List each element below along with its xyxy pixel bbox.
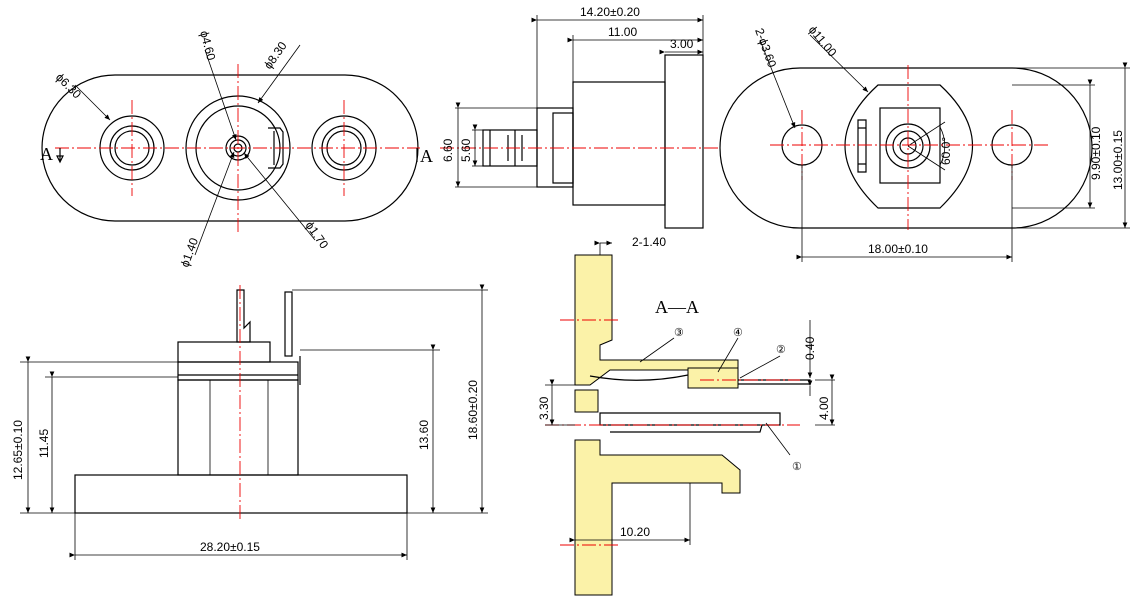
dim-990: 9.90±0.10	[1089, 126, 1103, 180]
dim-1145: 11.45	[37, 429, 51, 458]
dim-2-d360: 2-ϕ3.60	[752, 26, 779, 69]
section-mark-left: A	[40, 144, 53, 164]
callout-1: ①	[792, 461, 802, 473]
dim-1860: 18.60±0.20	[466, 380, 480, 440]
dim-1800: 18.00±0.10	[868, 242, 928, 256]
callout-3: ③	[674, 327, 684, 339]
dim-560: 5.60	[459, 138, 473, 162]
dim-2-140: 2-1.40	[632, 235, 666, 249]
callout-4: ④	[733, 327, 743, 339]
section-view: A—A 2-1.40 0.40 4.00 3.30 10.20 ①	[537, 235, 835, 596]
dim-d460: ϕ4.60	[197, 29, 218, 62]
section-title: A—A	[655, 297, 699, 317]
dim-1420: 14.20±0.20	[580, 5, 640, 19]
side-view: 14.20±0.20 11.00 3.00 6.60 5.60	[440, 5, 720, 229]
section-mark-right: A	[420, 146, 433, 166]
dim-d1100: ϕ11.00	[806, 23, 840, 60]
dim-2820: 28.20±0.15	[200, 540, 260, 554]
dim-60deg: 60.0°	[939, 137, 953, 165]
dim-1300: 13.00±0.15	[1111, 130, 1125, 190]
dim-330: 3.30	[537, 396, 551, 420]
dim-300: 3.00	[670, 37, 694, 51]
dim-1020: 10.20	[620, 525, 650, 539]
dim-400: 4.00	[817, 396, 831, 420]
dim-d170: ϕ1.70	[303, 219, 332, 252]
dim-040: 0.40	[803, 336, 817, 360]
dim-1100: 11.00	[608, 25, 637, 39]
dim-d630: ϕ6.30	[53, 70, 84, 101]
front-view: A A ϕ6.30 ϕ4.60 ϕ8.30 ϕ1.40 ϕ1.70	[40, 29, 433, 269]
dim-d830: ϕ8.30	[261, 39, 290, 72]
callout-2: ②	[776, 344, 786, 356]
dim-660: 6.60	[441, 138, 455, 162]
dim-d140: ϕ1.40	[178, 236, 202, 269]
dim-1360: 13.60	[417, 420, 431, 450]
elevation-view: 12.65±0.10 11.45 13.60 18.60±0.20 28.20±…	[11, 284, 488, 560]
back-view: 60.0° 2-ϕ3.60 ϕ11.00 9.90±0.10 13.00±0.1…	[719, 23, 1130, 262]
dim-1265: 12.65±0.10	[11, 420, 25, 480]
